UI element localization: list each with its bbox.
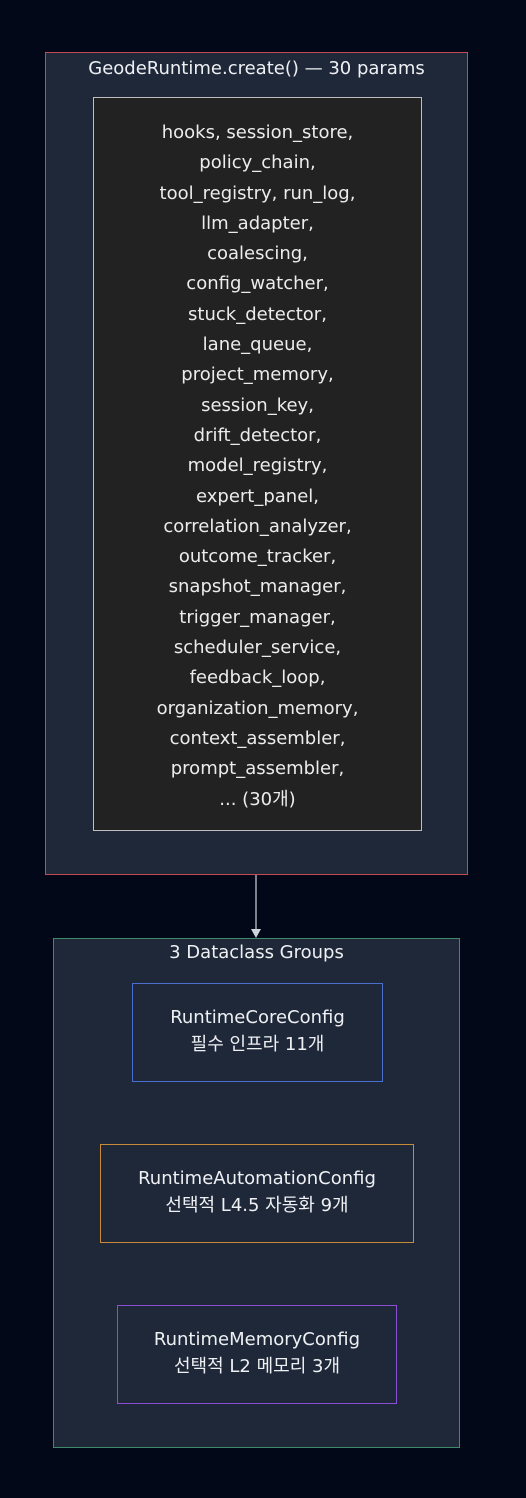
param-line: stuck_detector, [188, 303, 327, 325]
before-group-title: GeodeRuntime.create() — 30 params [88, 58, 425, 79]
node-name: RuntimeAutomationConfig [138, 1168, 376, 1189]
param-line: expert_panel, [195, 485, 320, 507]
param-line: organization_memory, [156, 697, 359, 719]
param-line: model_registry, [187, 455, 328, 477]
runtime-memory-config-node: RuntimeMemoryConfig 선택적 L2 메모리 3개 [117, 1305, 397, 1404]
param-line: ... (30개) [219, 788, 296, 810]
param-line: trigger_manager, [179, 606, 336, 628]
params-list: hooks, session_store, policy_chain, tool… [94, 118, 421, 815]
param-line: coalescing, [207, 243, 308, 265]
param-line: tool_registry, run_log, [159, 182, 356, 204]
node-desc: 선택적 L4.5 자동화 9개 [165, 1195, 349, 1216]
params-node: hooks, session_store, policy_chain, tool… [93, 97, 422, 831]
param-line: correlation_analyzer, [163, 515, 352, 537]
param-line: project_memory, [181, 364, 334, 386]
runtime-automation-config-node: RuntimeAutomationConfig 선택적 L4.5 자동화 9개 [100, 1144, 414, 1243]
node-name: RuntimeCoreConfig [170, 1007, 345, 1028]
param-line: feedback_loop, [189, 667, 326, 689]
before-group: GeodeRuntime.create() — 30 params hooks,… [45, 52, 468, 875]
param-line: session_key, [201, 394, 314, 416]
node-name: RuntimeMemoryConfig [153, 1329, 361, 1350]
param-line: lane_queue, [202, 334, 313, 356]
param-line: policy_chain, [199, 152, 316, 174]
after-group-title: 3 Dataclass Groups [169, 942, 344, 963]
param-line: hooks, session_store, [161, 122, 354, 143]
param-line: llm_adapter, [201, 212, 314, 234]
param-line: prompt_assembler, [170, 758, 345, 780]
node-desc: 선택적 L2 메모리 3개 [173, 1356, 341, 1377]
param-line: scheduler_service, [173, 637, 342, 659]
param-line: outcome_tracker, [178, 546, 337, 568]
param-line: snapshot_manager, [168, 576, 347, 598]
param-line: context_assembler, [169, 727, 346, 749]
node-desc: 필수 인프라 11개 [190, 1034, 325, 1055]
after-group: 3 Dataclass Groups RuntimeCoreConfig 필수 … [53, 938, 460, 1448]
param-line: config_watcher, [186, 273, 329, 295]
param-line: drift_detector, [193, 424, 322, 446]
runtime-core-config-node: RuntimeCoreConfig 필수 인프라 11개 [132, 983, 383, 1082]
